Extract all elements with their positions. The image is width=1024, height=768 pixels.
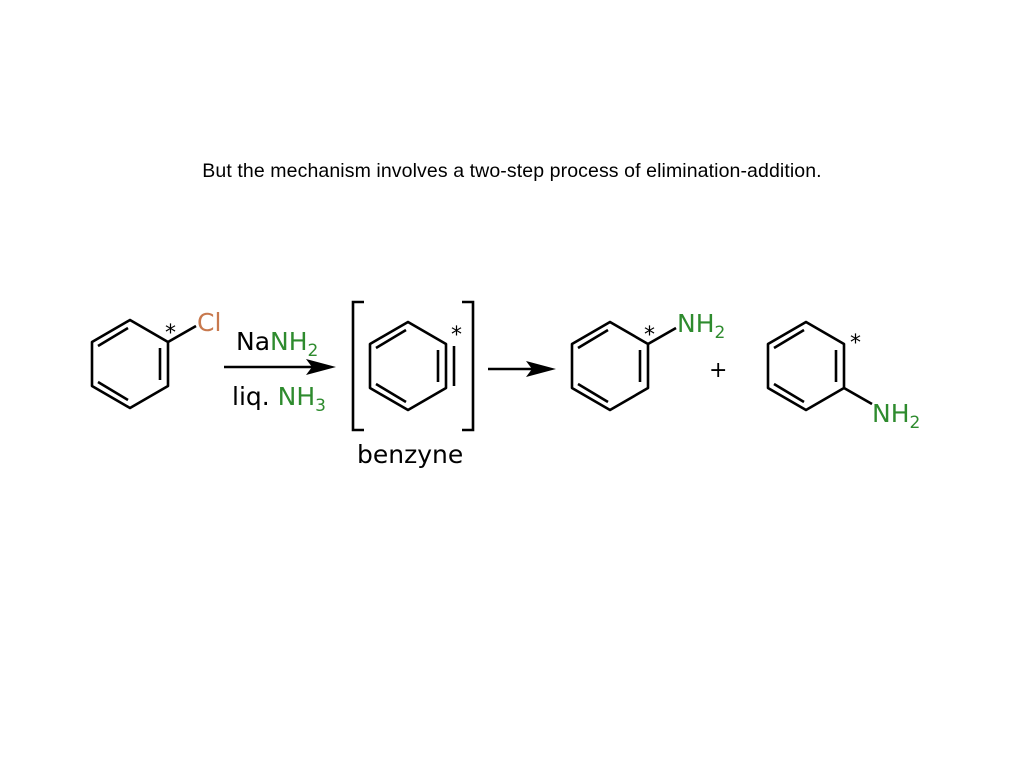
reagent-bottom-prefix: liq.	[232, 382, 278, 411]
product-2-double-bond-3	[773, 382, 805, 404]
reactant-double-bond-1	[97, 326, 129, 348]
product-2-double-bond-1	[773, 328, 805, 350]
product-2-star-marker: *	[850, 331, 861, 356]
reagent-bottom: liq. NH3	[232, 382, 326, 416]
bracket-right	[462, 300, 475, 432]
product-1-star-marker: *	[644, 323, 655, 348]
reagent-top: NaNH2	[236, 327, 318, 361]
reagent-top-main: NH	[270, 327, 308, 356]
plus-sign: +	[709, 358, 727, 383]
reactant-chlorobenzene	[90, 318, 197, 410]
reaction-arrow-1	[224, 359, 336, 375]
bracket-left	[351, 300, 364, 432]
product-2-aniline	[766, 320, 873, 412]
benzyne-label: benzyne	[357, 440, 463, 469]
product-2-c-n-bond	[843, 386, 873, 406]
benzyne-double-bond-1	[375, 328, 407, 350]
product-1-double-bond-1	[577, 328, 609, 350]
reactant-ring	[90, 318, 170, 410]
reaction-arrow-2	[488, 361, 556, 377]
reagent-top-prefix: Na	[236, 327, 270, 356]
chlorine-label: Cl	[197, 308, 221, 337]
slide-caption: But the mechanism involves a two-step pr…	[202, 160, 822, 182]
product-1-amine-label: NH2	[677, 309, 725, 343]
product-2-ring	[766, 320, 846, 412]
reactant-double-bond-3	[97, 380, 129, 402]
product-2-amine-label: NH2	[872, 399, 920, 433]
product-1-ring	[570, 320, 650, 412]
product-1-double-bond-3	[577, 382, 609, 404]
benzyne-structure	[368, 320, 456, 412]
reagent-bottom-main: NH	[278, 382, 316, 411]
reactant-c-cl-bond	[167, 324, 197, 344]
benzyne-star-marker: *	[451, 323, 462, 348]
reactant-star-marker: *	[165, 321, 176, 346]
benzyne-ring	[368, 320, 448, 412]
product-1-aniline	[570, 320, 677, 412]
benzyne-double-bond-2	[375, 382, 407, 404]
reagent-bottom-sub: 3	[315, 396, 326, 416]
reagent-top-sub: 2	[308, 341, 319, 361]
product-1-c-n-bond	[647, 326, 677, 346]
